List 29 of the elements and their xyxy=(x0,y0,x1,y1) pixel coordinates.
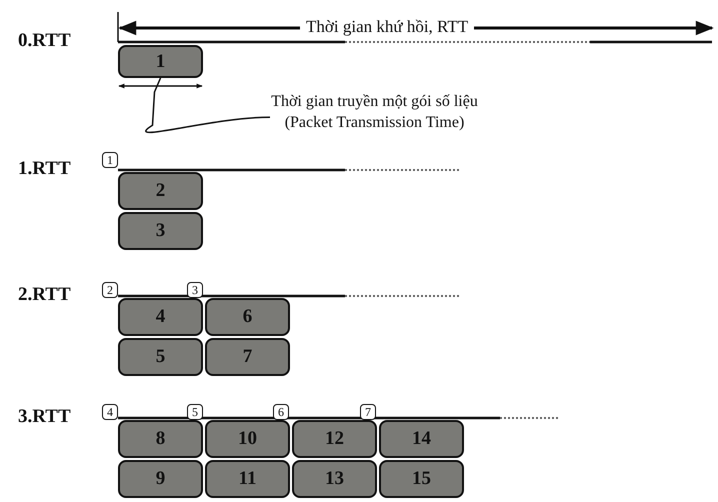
ack-number: 1 xyxy=(102,152,118,168)
leader-line xyxy=(145,78,270,134)
annotation-text: Thời gian truyền một gói số liệu (Packet Transmission Time) xyxy=(270,92,479,134)
packet-block: 11 xyxy=(205,460,290,498)
packet-block: 14 xyxy=(379,420,464,458)
packet-block: 7 xyxy=(205,338,290,376)
row-label: 1.RTT xyxy=(18,158,71,180)
row-label: 3.RTT xyxy=(18,406,71,428)
packet-block: 13 xyxy=(292,460,377,498)
packet-block: 6 xyxy=(205,298,290,336)
packet-block: 5 xyxy=(118,338,203,376)
packet-block: 12 xyxy=(292,420,377,458)
packet-block: 9 xyxy=(118,460,203,498)
packet-block: 15 xyxy=(379,460,464,498)
packet-block: 1 xyxy=(118,45,203,78)
packet-block: 4 xyxy=(118,298,203,336)
row-label: 0.RTT xyxy=(18,30,71,52)
ack-number: 2 xyxy=(102,282,118,298)
packet-block: 3 xyxy=(118,212,203,250)
dimension-label: Thời gian khứ hồi, RTT xyxy=(300,17,474,37)
ack-number: 4 xyxy=(102,404,118,420)
packet-block: 8 xyxy=(118,420,203,458)
row-label: 2.RTT xyxy=(18,284,71,306)
ack-number: 7 xyxy=(360,404,376,420)
packet-block: 10 xyxy=(205,420,290,458)
packet-block: 2 xyxy=(118,172,203,210)
ack-number: 6 xyxy=(273,404,289,420)
ack-number: 3 xyxy=(187,282,203,298)
ack-number: 5 xyxy=(187,404,203,420)
